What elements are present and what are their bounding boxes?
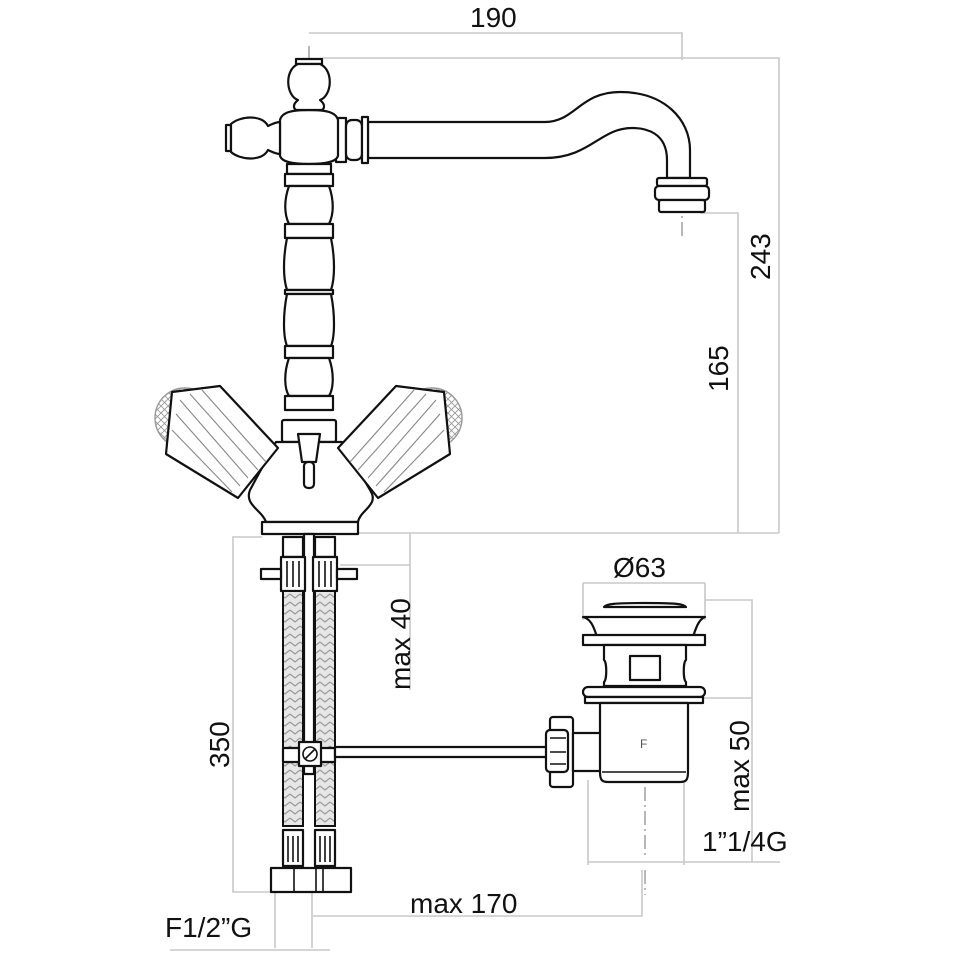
dim-line-243	[322, 57, 780, 533]
popup-waste: F	[581, 601, 707, 784]
waste-window	[628, 654, 662, 682]
waste-body	[598, 701, 690, 784]
waste-nut	[581, 685, 707, 699]
waste-mark: F	[640, 737, 647, 751]
aerator	[653, 176, 711, 214]
linkage-rod	[333, 745, 552, 759]
lock-pin-right	[335, 567, 359, 581]
column-neck	[285, 162, 333, 176]
popup-linkage	[333, 715, 603, 789]
column	[282, 172, 336, 412]
linkage-nut	[544, 728, 570, 774]
linkage-body	[571, 731, 603, 773]
hose-right	[314, 590, 336, 827]
dim-line-waste-thread	[587, 780, 780, 865]
dim-line-190	[309, 32, 683, 60]
top-knob	[287, 57, 331, 112]
inlet-nuts	[269, 866, 353, 894]
dimension-lines	[170, 32, 780, 951]
right-handle	[336, 384, 463, 500]
label-waste-offset: max 170	[410, 888, 518, 919]
supply-hoses	[259, 532, 359, 894]
label-spout-reach: 190	[470, 2, 517, 33]
right-handle-grip	[336, 384, 452, 500]
dim-line-diameter	[582, 582, 706, 620]
waste-washer	[581, 633, 707, 647]
head-body	[278, 108, 340, 166]
dim-line-max170	[313, 870, 643, 917]
spout-collar	[334, 115, 370, 165]
waste-cap	[602, 601, 688, 609]
label-total-height: 243	[745, 233, 776, 280]
dim-line-inlet-thread	[170, 892, 330, 951]
hose-left	[282, 590, 304, 827]
left-handle	[154, 384, 280, 500]
base-plate	[260, 520, 360, 536]
label-waste-thread: 1”1/4G	[702, 826, 788, 857]
label-waste-height: max 50	[724, 720, 755, 812]
label-inlet-thread: F1/2”G	[165, 912, 253, 943]
label-spout-outlet-height: 165	[703, 345, 734, 392]
side-knob	[224, 116, 282, 160]
dim-line-165	[700, 212, 739, 533]
label-deck-thickness: max 40	[385, 598, 416, 690]
dim-line-350	[232, 536, 272, 893]
left-handle-grip	[164, 384, 280, 500]
dim-line-max50	[700, 599, 753, 862]
faucet	[154, 57, 711, 536]
spout	[366, 90, 692, 180]
label-waste-diameter: Ø63	[613, 552, 666, 583]
label-hose-length: 350	[204, 721, 235, 768]
popup-rod	[296, 432, 322, 490]
lock-pin-left	[259, 567, 283, 581]
